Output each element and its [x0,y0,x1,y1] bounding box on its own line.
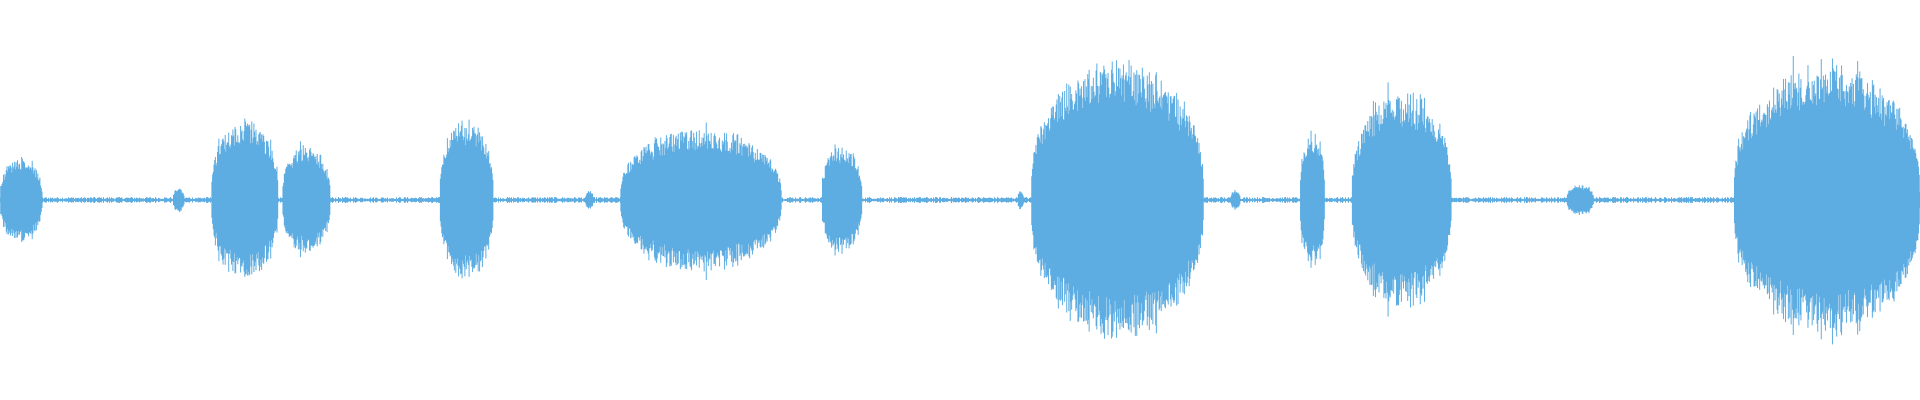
waveform-segment-4 [439,119,494,279]
waveform-segment-7 [821,144,863,256]
waveform-segment-0 [0,157,43,243]
waveform-segment-1 [172,188,185,213]
waveform-segment-5 [585,191,594,209]
waveform-segment-10 [1230,189,1241,210]
waveform-segment-12 [1351,82,1452,317]
waveform-segment-2 [210,118,279,277]
waveform-segment-6 [619,122,782,281]
waveform-segment-13 [1566,185,1594,215]
waveform-segment-11 [1299,130,1325,268]
waveform-segment-3 [281,141,331,258]
waveform-segment-14 [1733,56,1920,345]
waveform-segment-8 [1017,191,1024,210]
waveform-segment-9 [1030,60,1204,339]
